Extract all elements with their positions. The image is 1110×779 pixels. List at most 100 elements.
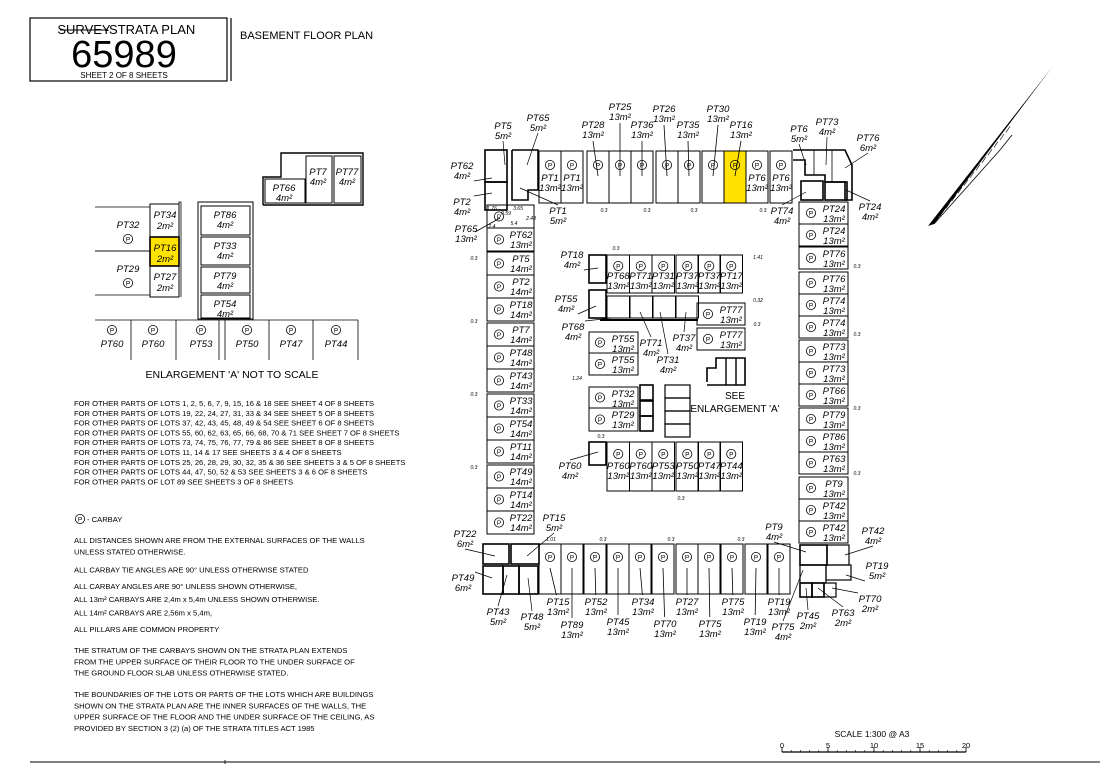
carbay-symbol-icon: P: [147, 324, 158, 335]
lot-label: 13m²: [823, 489, 845, 500]
carbay-symbol-icon: P: [806, 207, 817, 218]
p-letter: P: [548, 554, 552, 561]
lot-label: 13m²: [654, 629, 676, 640]
p-letter: P: [809, 416, 813, 423]
p-letter: P: [754, 554, 758, 561]
lot-label: 13m²: [823, 236, 845, 247]
storage-leader: [502, 140, 506, 166]
lot-label: 4m²: [766, 532, 783, 543]
carbay: [696, 327, 746, 351]
lot-label: PT43: [487, 607, 510, 618]
carbay-symbol-icon: P: [595, 392, 606, 403]
lot-label: 13m²: [720, 281, 742, 292]
lot-label: 13m²: [698, 281, 720, 292]
carbay-symbol-icon: P: [806, 504, 817, 515]
circle: [682, 448, 693, 459]
storage-leader: [527, 577, 533, 612]
circle: [613, 448, 624, 459]
lot-label: PT17: [720, 271, 743, 282]
lot-label: PT60: [142, 339, 165, 350]
lot-label: PT89: [561, 620, 584, 631]
lot-label: 5m²: [550, 216, 567, 227]
lot-label: PT70: [654, 619, 677, 630]
p-letter: P: [661, 451, 665, 458]
north-arrow-icon: [928, 66, 1053, 226]
general-note: UNLESS STATED OTHERWISE.: [74, 547, 185, 556]
lot-label: PT30: [707, 104, 730, 115]
storage-room: [639, 384, 654, 401]
circle: [726, 448, 737, 459]
lot-label: 13m²: [630, 471, 652, 482]
sheet-number: SHEET 2 OF 8 SHEETS: [80, 71, 167, 80]
carbay: [745, 150, 769, 204]
carbay-symbol-icon: P: [806, 527, 817, 538]
carbay-symbol-icon: P: [567, 552, 578, 563]
lot-label: 13m²: [539, 183, 561, 194]
p-letter: P: [151, 327, 155, 334]
storage-room: [588, 441, 607, 466]
lot-label: PT22: [454, 529, 477, 540]
circle: [493, 234, 504, 245]
general-note: UPPER SURFACE OF THE FLOOR AND THE UNDER…: [74, 713, 374, 722]
p-letter: P: [730, 554, 734, 561]
lot-label: 13m²: [720, 340, 742, 351]
lot-label: 2m²: [156, 221, 174, 232]
carbay-symbol-icon: P: [613, 448, 624, 459]
circle: [493, 304, 504, 315]
north-arrow-hatch: [957, 187, 963, 194]
lot-label: 13m²: [823, 464, 845, 475]
p-letter: P: [706, 311, 710, 318]
lot-label: 4m²: [676, 343, 693, 354]
carbay-symbol-icon: P: [493, 352, 504, 363]
lot-label: 4m²: [562, 471, 579, 482]
lot-label: PT53: [652, 461, 675, 472]
lot-label: 13m²: [720, 315, 742, 326]
lot-label: PT1: [549, 206, 566, 217]
p-letter: P: [779, 162, 783, 169]
carbay-symbol-icon: P: [493, 329, 504, 340]
lot-label: 14m²: [510, 406, 532, 417]
p-letter: P: [685, 263, 689, 270]
lot-label: PT62: [510, 230, 533, 241]
lot-label: 13m²: [720, 471, 742, 482]
lot-label: PT11: [510, 442, 532, 453]
lot-label: 4m²: [217, 220, 234, 231]
p-letter: P: [639, 451, 643, 458]
circle: [613, 552, 624, 563]
lot-label: PT19: [866, 561, 889, 572]
dimension-label: 1.41: [753, 255, 763, 261]
note-other-parts: FOR OTHER PARTS OF LOTS 11, 14 & 17 SEE …: [74, 448, 342, 457]
circle: [682, 552, 693, 563]
dimension-label: 1.01: [546, 537, 556, 543]
circle: [147, 324, 158, 335]
lot-label: 2m²: [156, 254, 174, 265]
circle: [806, 457, 817, 468]
carbay: [588, 352, 639, 376]
p-letter: P: [497, 378, 501, 385]
lot-label: PT34: [632, 597, 655, 608]
carbay-symbol-icon: P: [123, 233, 134, 244]
carbay: [744, 543, 768, 595]
lot-label: PT16: [730, 120, 753, 131]
lot-label: 13m²: [823, 511, 845, 522]
lot-label: PT15: [547, 597, 570, 608]
north-arrow-hatch: [1005, 126, 1011, 133]
lot-label: PT54: [510, 419, 533, 430]
p-letter: P: [616, 263, 620, 270]
p-letter: P: [809, 438, 813, 445]
dimension-label: 0.3: [601, 208, 608, 214]
carbay: [720, 543, 744, 595]
dimension-label: 0.3: [854, 332, 861, 338]
dimension-label: 0.3: [471, 392, 478, 398]
lot-label: PT48: [510, 348, 533, 359]
carbay-symbol-icon: P: [806, 457, 817, 468]
lot-label: 13m²: [730, 130, 752, 141]
lot-label: 13m²: [582, 130, 604, 141]
carbay: [798, 383, 849, 407]
lot-label: 13m²: [510, 240, 532, 251]
storage-leader: [831, 587, 859, 594]
p-letter: P: [616, 451, 620, 458]
north-arrow-hatch: [975, 164, 981, 171]
lot-label: PT55: [555, 294, 578, 305]
carbay-symbol-icon: P: [703, 333, 714, 344]
